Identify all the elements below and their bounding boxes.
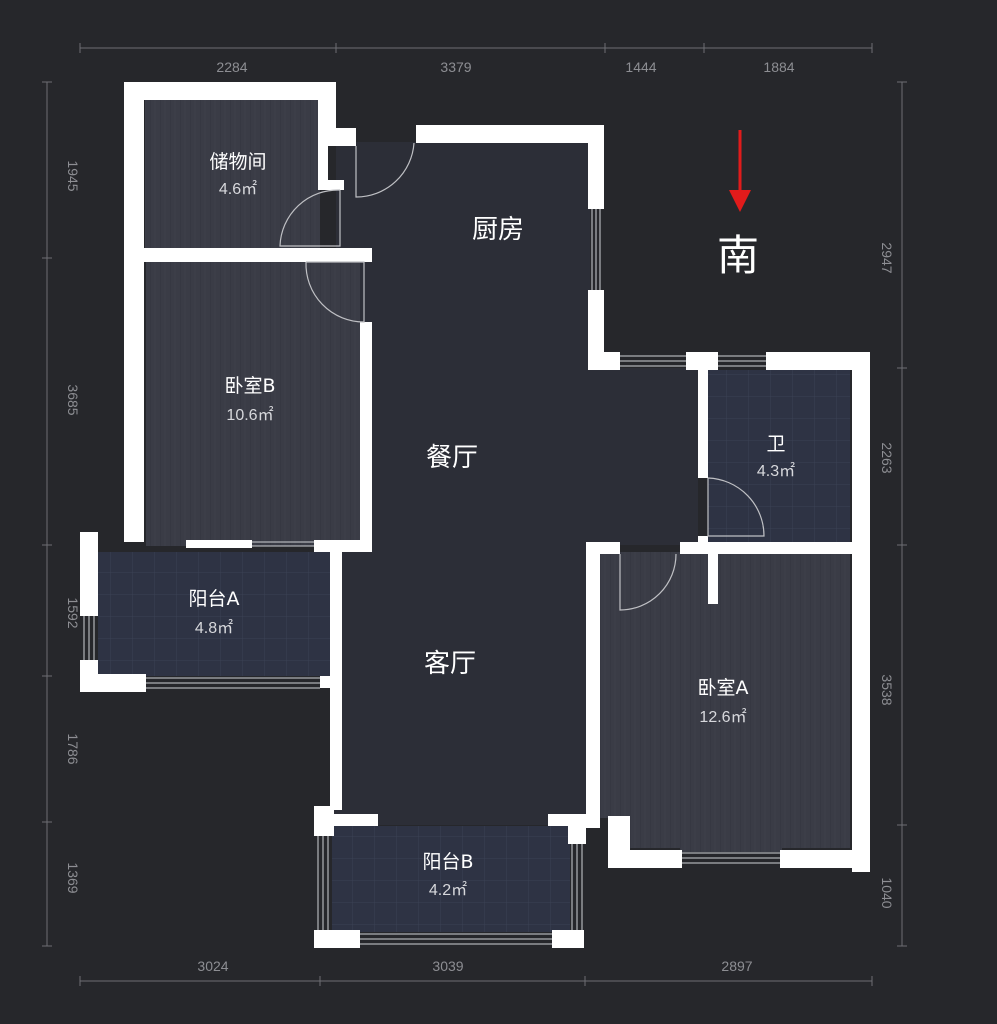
- bedroom-a-name: 卧室A: [698, 677, 749, 699]
- dining-room-name: 餐厅: [426, 443, 478, 473]
- dimension-label: 2284: [216, 59, 247, 75]
- dimension-labels-top: 2284 3379 1444 1884: [216, 59, 794, 75]
- dimension-label: 2947: [879, 242, 895, 273]
- dimension-label: 3538: [879, 674, 895, 705]
- dimension-labels-left: 1945 3685 1592 1786 1369: [65, 160, 81, 893]
- kitchen-room-name: 厨房: [472, 215, 524, 245]
- dimension-label: 1444: [625, 59, 656, 75]
- dimension-labels-bottom: 3024 3039 2897: [197, 958, 752, 974]
- room-labels: 储物间 4.6㎡ 厨房 卧室B 10.6㎡ 餐厅 卫 4.3㎡ 阳台A 4.8㎡…: [189, 151, 796, 899]
- bath-room-name: 卫: [766, 433, 785, 455]
- dimension-lines: [42, 43, 907, 986]
- balcony-b-floor: [332, 826, 570, 932]
- dimension-label: 1040: [879, 877, 895, 908]
- dimension-label: 1884: [763, 59, 794, 75]
- balcony-a-area: 4.8㎡: [195, 619, 233, 637]
- storage-floor: [145, 100, 320, 248]
- dimension-label: 1369: [65, 862, 81, 893]
- storage-room-name: 储物间: [209, 151, 266, 173]
- windows: [83, 209, 780, 945]
- bedroom-a-area: 12.6㎡: [699, 708, 746, 726]
- dimension-label: 2897: [721, 958, 752, 974]
- doors: [279, 142, 765, 611]
- living-room-name: 客厅: [424, 649, 476, 679]
- dimension-label: 3685: [65, 384, 81, 415]
- floors: [98, 100, 850, 932]
- dimension-label: 3379: [440, 59, 471, 75]
- bedroom-b-name: 卧室B: [224, 375, 275, 397]
- compass-label: 南: [717, 231, 759, 280]
- balcony-a-floor: [98, 552, 330, 676]
- dimension-label: 3039: [432, 958, 463, 974]
- balcony-a-name: 阳台A: [189, 588, 240, 610]
- walls: [80, 82, 870, 948]
- storage-room-area: 4.6㎡: [219, 180, 257, 198]
- compass: 南: [717, 130, 759, 280]
- balcony-b-area: 4.2㎡: [429, 881, 467, 899]
- dimension-label: 1786: [65, 733, 81, 764]
- bath-floor: [708, 370, 850, 542]
- dimension-label: 1592: [65, 597, 81, 628]
- balcony-b-name: 阳台B: [422, 851, 473, 873]
- dimension-label: 2263: [879, 442, 895, 473]
- dimension-labels-right: 2947 2263 3538 1040: [879, 242, 895, 908]
- bedroom-a-floor: [600, 552, 850, 852]
- compass-arrow-icon: [729, 190, 751, 212]
- bedroom-b-area: 10.6㎡: [226, 406, 273, 424]
- dimension-label: 1945: [65, 160, 81, 191]
- bath-room-area: 4.3㎡: [757, 462, 795, 480]
- bedroom-b-floor: [146, 262, 360, 546]
- dimension-label: 3024: [197, 958, 228, 974]
